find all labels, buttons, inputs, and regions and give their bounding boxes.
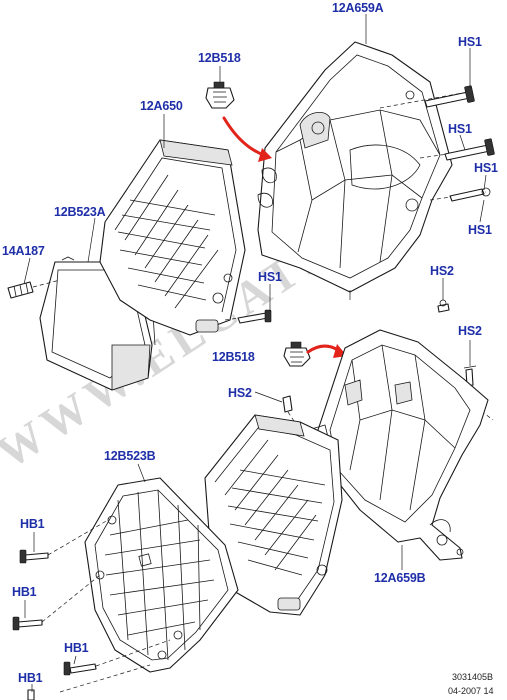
label-12a659a: 12A659A [332,1,384,15]
connector-14a187-drawing [7,279,61,299]
label-hs1-e: HS1 [258,270,282,284]
module-12a650-drawing [99,139,246,336]
cover-12a659b-drawing [297,329,489,561]
label-12a659b: 12A659B [374,571,426,585]
label-hb1-a: HB1 [20,517,45,531]
reference-code: 3031405B [452,672,493,682]
label-14a187: 14A187 [2,244,45,258]
hb1-bolts-drawing [12,519,171,700]
label-hs1-a: HS1 [458,35,482,49]
label-hs1-c: HS1 [474,161,498,175]
label-hb1-d: HB1 [18,671,43,685]
label-hs1-d: HS1 [468,223,492,237]
hs1-bolts-drawing [224,85,495,324]
module-lower-drawing [204,414,343,616]
label-hb1-c: HB1 [64,641,89,655]
cover-12b523b-drawing [84,477,239,673]
cover-12a659a-drawing [257,41,453,293]
reference-date: 04-2007 14 [448,686,494,696]
sensor-12b518-lower-drawing [283,341,311,367]
label-hs2-a: HS2 [430,264,454,278]
label-12b518-lower: 12B518 [212,350,255,364]
label-12b523a: 12B523A [54,205,106,219]
label-12b523b: 12B523B [104,449,156,463]
leader-lines [23,14,487,692]
label-12a650: 12A650 [140,99,183,113]
label-12b518-upper: 12B518 [198,51,241,65]
red-arrow-upper [222,116,272,162]
label-hs1-b: HS1 [448,122,472,136]
label-hb1-b: HB1 [12,585,37,599]
sensor-12b518-upper-drawing [205,81,235,109]
label-hs2-c: HS2 [228,386,252,400]
red-arrow-lower [306,344,347,358]
label-hs2-b: HS2 [458,324,482,338]
